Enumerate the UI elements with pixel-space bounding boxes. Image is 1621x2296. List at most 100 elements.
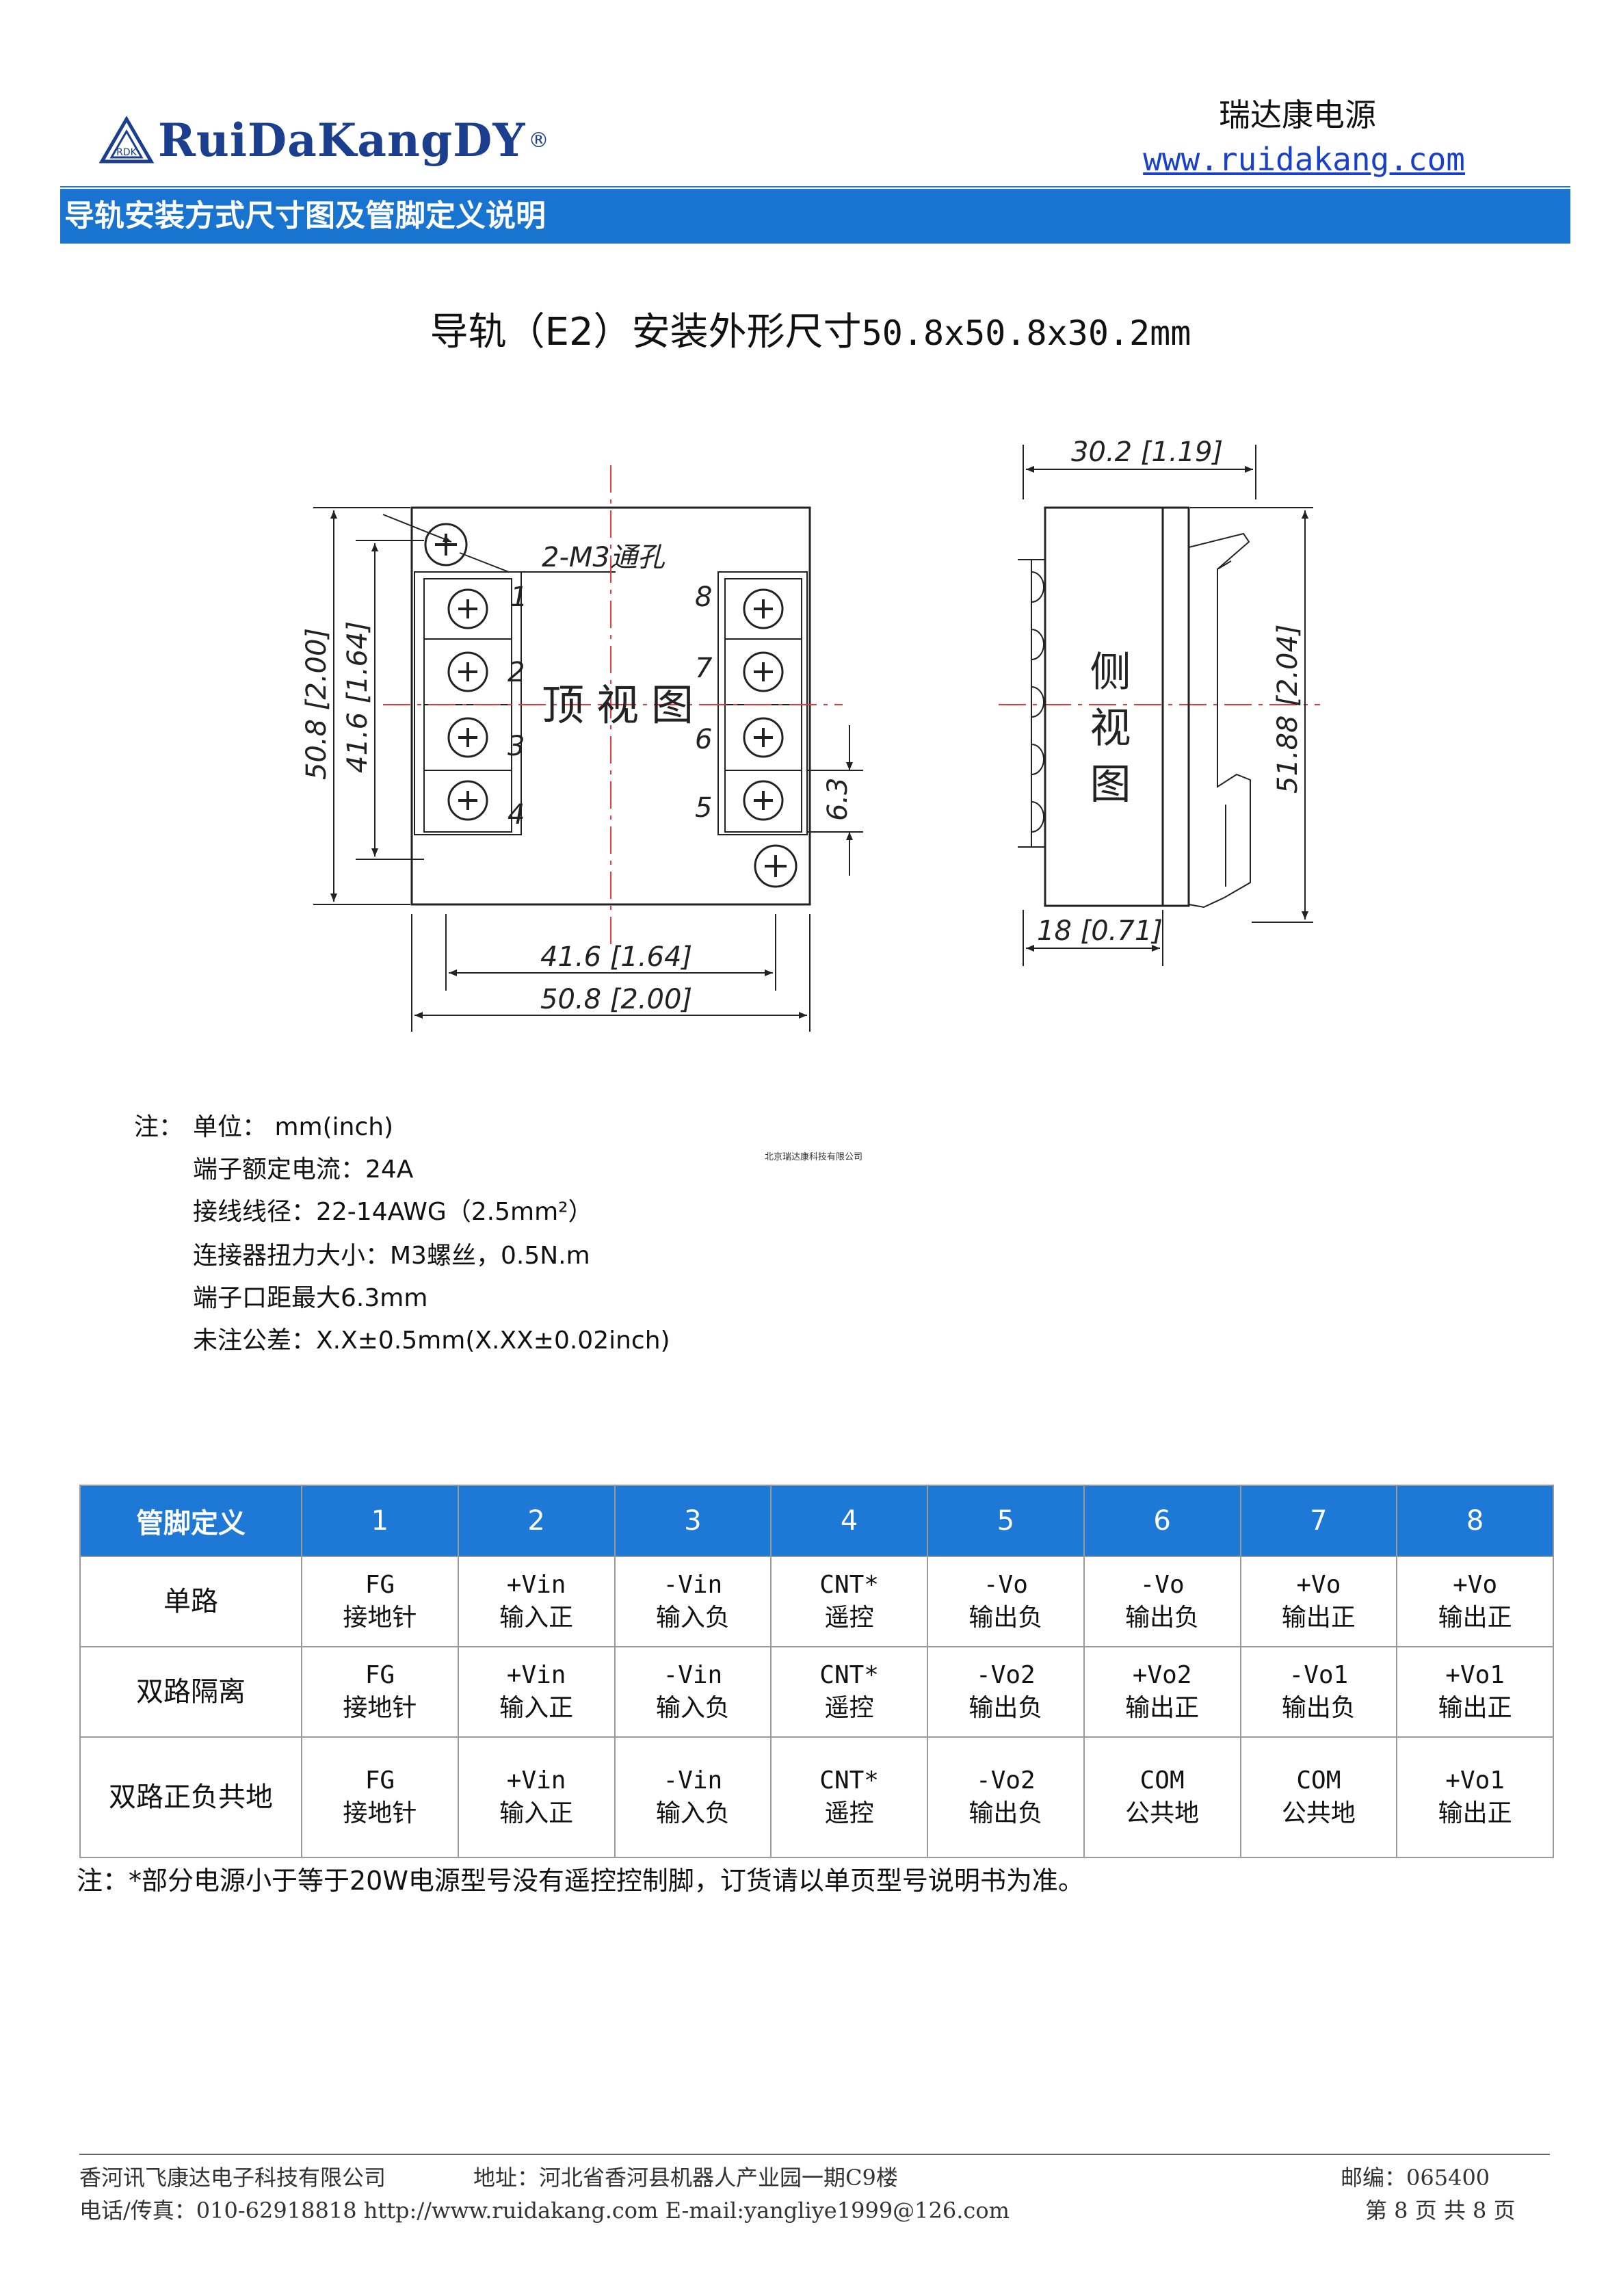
- header-cell: 8: [1396, 1485, 1554, 1557]
- table-cell: +Vo1 输出正: [1396, 1736, 1554, 1858]
- table-footnote: 注：*部分电源小于等于20W电源型号没有遥控控制脚，订货请以单页型号说明书为准。: [77, 1866, 1084, 1896]
- table-cell: +Vo2 输出正: [1083, 1646, 1241, 1738]
- pin-signal: +Vin: [506, 1571, 566, 1599]
- header-divider: [60, 186, 1570, 187]
- drawing-title: 导轨（E2）安装外形尺寸50.8x50.8x30.2mm: [0, 301, 1621, 356]
- mounting-hole-top: [424, 523, 468, 566]
- pin-signal: COM: [1296, 1766, 1341, 1795]
- header-cell: 7: [1239, 1485, 1398, 1557]
- side-view-label: 侧视图: [1083, 650, 1131, 818]
- pin-label-2: 2: [508, 657, 525, 688]
- brand-name: 瑞达康电源: [1219, 96, 1376, 133]
- note-item: 端子口距最大6.3mm: [193, 1284, 428, 1312]
- row-label: 单路: [79, 1556, 302, 1647]
- top-view: [382, 506, 811, 906]
- pin-description: 接地针: [343, 1604, 417, 1632]
- note-item: 未注公差：X.X±0.5mm(X.XX±0.02inch): [193, 1327, 670, 1355]
- table-cell: FG 接地针: [301, 1556, 459, 1647]
- pin-signal: COM: [1139, 1766, 1185, 1795]
- note-item: 接线线径：22-14AWG（2.5mm²）: [193, 1198, 593, 1226]
- header-cell: 2: [457, 1485, 616, 1557]
- logo-text: RuiDaKangDY: [158, 114, 526, 167]
- pin-description: 输入正: [499, 1694, 574, 1722]
- table-cell: COM 公共地: [1239, 1736, 1398, 1858]
- table-cell: -Vo 输出负: [1083, 1556, 1241, 1647]
- pin-signal: +Vo: [1453, 1571, 1498, 1599]
- dim-height-inner: 41.6 [1.64]: [342, 621, 373, 773]
- pin-signal: +Vo2: [1132, 1661, 1192, 1689]
- table-cell: +Vo 输出正: [1396, 1556, 1554, 1647]
- pin-description: 接地针: [343, 1799, 417, 1827]
- pin-signal: -Vo2: [976, 1766, 1036, 1795]
- header-cell: 管脚定义: [79, 1485, 302, 1557]
- pin-description: 输出负: [1281, 1694, 1356, 1722]
- section-banner: 导轨安装方式尺寸图及管脚定义说明: [60, 189, 1570, 244]
- top-view-label: 顶视图: [542, 680, 706, 730]
- pin-signal: +Vin: [506, 1661, 566, 1689]
- table-cell: +Vin 输入正: [457, 1646, 616, 1738]
- table-cell: -Vin 输入负: [614, 1646, 772, 1738]
- pin-description: 输出正: [1438, 1604, 1512, 1632]
- pin-label-3: 3: [508, 731, 525, 762]
- table-cell: CNT*遥控: [770, 1556, 928, 1647]
- dim-depth: 30.2 [1.19]: [1071, 436, 1223, 468]
- pin-signal: -Vo: [983, 1571, 1028, 1599]
- top-view-dimensions: [313, 507, 863, 1032]
- left-terminal-block: [423, 578, 512, 833]
- pin-description: 遥控: [824, 1604, 874, 1632]
- pin-description: 输出正: [1438, 1799, 1512, 1827]
- header-cell: 1: [301, 1485, 459, 1557]
- table-cell: -Vo2 输出负: [927, 1736, 1085, 1858]
- watermark-text: 北京瑞达康科技有限公司: [765, 1152, 863, 1162]
- footer-address: 地址：河北省香河县机器人产业园一期C9楼: [473, 2165, 898, 2191]
- company-logo: RDK RuiDaKangDY ®: [99, 109, 549, 171]
- pin-description: 输入负: [655, 1694, 730, 1722]
- pin-label-7: 7: [695, 653, 713, 684]
- pin-signal: CNT*: [819, 1766, 879, 1795]
- table-cell: +Vo1 输出正: [1396, 1646, 1554, 1738]
- footer-postcode: 邮编：065400: [1341, 2165, 1490, 2191]
- pin-signal: +Vin: [506, 1766, 566, 1795]
- hole-label: 2-M3通孔: [542, 542, 665, 573]
- pin-signal: -Vin: [663, 1766, 723, 1795]
- pin-signal: +Vo1: [1445, 1661, 1505, 1689]
- pin-signal: CNT*: [819, 1661, 879, 1689]
- pin-signal: FG: [365, 1571, 395, 1599]
- pin-label-4: 4: [508, 799, 525, 831]
- pin-description: 输出正: [1438, 1694, 1512, 1722]
- pin-description: 公共地: [1281, 1799, 1356, 1827]
- pin-description: 输出负: [968, 1604, 1043, 1632]
- dim-width-outer: 50.8 [2.00]: [540, 984, 692, 1015]
- pin-label-6: 6: [695, 724, 712, 755]
- mechanical-drawing: 2-M3通孔 1 2 3 4 8 7 6 5 41.6 [1.64] 50.8 …: [301, 436, 1320, 1032]
- pin-signal: -Vin: [663, 1661, 723, 1689]
- drawing-title-dims: 50.8x50.8x30.2mm: [861, 313, 1191, 353]
- side-view-dimensions: [1023, 445, 1313, 966]
- pin-description: 输出负: [968, 1799, 1043, 1827]
- website-link[interactable]: www.ruidakang.com: [1143, 141, 1465, 178]
- dim-side-height: 51.88 [2.04]: [1272, 625, 1304, 794]
- pin-description: 输出正: [1281, 1604, 1356, 1632]
- header-cell: 3: [614, 1485, 772, 1557]
- note-item: 连接器扭力大小：M3螺丝，0.5N.m: [193, 1242, 590, 1270]
- table-cell: CNT*遥控: [770, 1736, 928, 1858]
- pin-signal: +Vo1: [1445, 1766, 1505, 1795]
- table-cell: CNT*遥控: [770, 1646, 928, 1738]
- dim-pitch: 6.3: [822, 777, 854, 821]
- registered-mark: ®: [528, 128, 549, 153]
- row-label: 双路隔离: [79, 1646, 302, 1738]
- pin-description: 输出正: [1125, 1694, 1200, 1722]
- pin-signal: -Vo: [1139, 1571, 1185, 1599]
- pin-description: 输出负: [968, 1694, 1043, 1722]
- logo-mountain-icon: RDK: [99, 116, 154, 164]
- header-cell: 6: [1083, 1485, 1241, 1557]
- pin-description: 输出负: [1125, 1604, 1200, 1632]
